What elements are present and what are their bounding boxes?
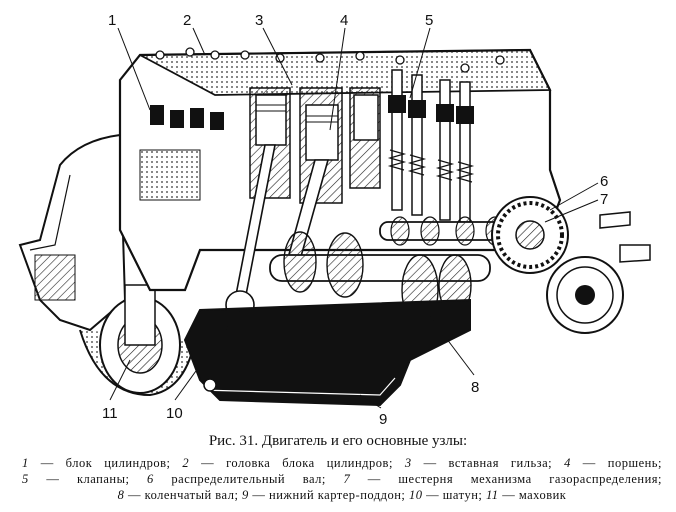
- crankshaft-pulley: [546, 211, 651, 334]
- callout-6: 6: [600, 173, 608, 190]
- legend-line: 1 — блок цилиндров; 2 — головка блока ци…: [22, 455, 662, 471]
- legend-number: 10: [409, 488, 423, 502]
- legend-number: 11: [485, 488, 499, 502]
- timing-gear: [491, 196, 569, 274]
- callout-7: 7: [600, 191, 608, 208]
- legend-text: — головка блока цилиндров;: [189, 456, 405, 470]
- legend-text: — вставная гильза;: [411, 456, 565, 470]
- oil-pan: [183, 298, 471, 407]
- callout-4: 4: [340, 12, 348, 29]
- legend-line: 8 — коленчатый вал; 9 — нижний картер-по…: [22, 487, 662, 503]
- legend-number: 4: [564, 456, 571, 470]
- legend-number: 2: [182, 456, 190, 470]
- legend-text: — блок цилиндров;: [28, 456, 183, 470]
- legend-text: — шатун;: [422, 488, 486, 502]
- valves: [387, 69, 475, 223]
- figure-caption-title: Рис. 31. Двигатель и его основные узлы:: [208, 433, 468, 449]
- callout-5: 5: [425, 12, 433, 29]
- legend-number: 3: [404, 456, 412, 470]
- callout-3: 3: [255, 12, 263, 29]
- legend-number: 7: [343, 472, 351, 486]
- flywheel: [99, 284, 181, 394]
- callout-10: 10: [166, 405, 183, 422]
- legend-number: 8: [117, 488, 125, 502]
- legend-text: — коленчатый вал;: [124, 488, 243, 502]
- cylinder-head: [139, 47, 552, 96]
- legend-line: 5 — клапаны; 6 распределительный вал; 7 …: [22, 471, 662, 487]
- callout-8: 8: [471, 379, 479, 396]
- leader-lines: [109, 27, 599, 409]
- legend-number: 6: [147, 472, 154, 486]
- legend-number: 5: [22, 472, 29, 486]
- legend-text: распределительный вал;: [153, 472, 344, 486]
- legend-number: 1: [22, 456, 29, 470]
- legend-text: — поршень;: [570, 456, 662, 470]
- callout-1: 1: [108, 12, 116, 29]
- legend-text: — нижний картер-поддон;: [248, 488, 410, 502]
- legend-text: — клапаны;: [28, 472, 148, 486]
- callout-9: 9: [379, 411, 387, 428]
- callout-2: 2: [183, 12, 191, 29]
- figure-legend: 1 — блок цилиндров; 2 — головка блока ци…: [22, 455, 662, 503]
- engine-cutaway-illustration: 1 2 3 4 5 6 7 8 9 10 11: [18, 12, 651, 428]
- legend-text: — маховик: [498, 488, 567, 502]
- callout-11: 11: [102, 405, 118, 422]
- pistons: [255, 94, 379, 161]
- legend-text: — шестерня механизма газораспределения;: [350, 472, 663, 486]
- legend-number: 9: [242, 488, 249, 502]
- callout-labels: 1 2 3 4 5 6 7 8 9 10 11: [102, 12, 608, 428]
